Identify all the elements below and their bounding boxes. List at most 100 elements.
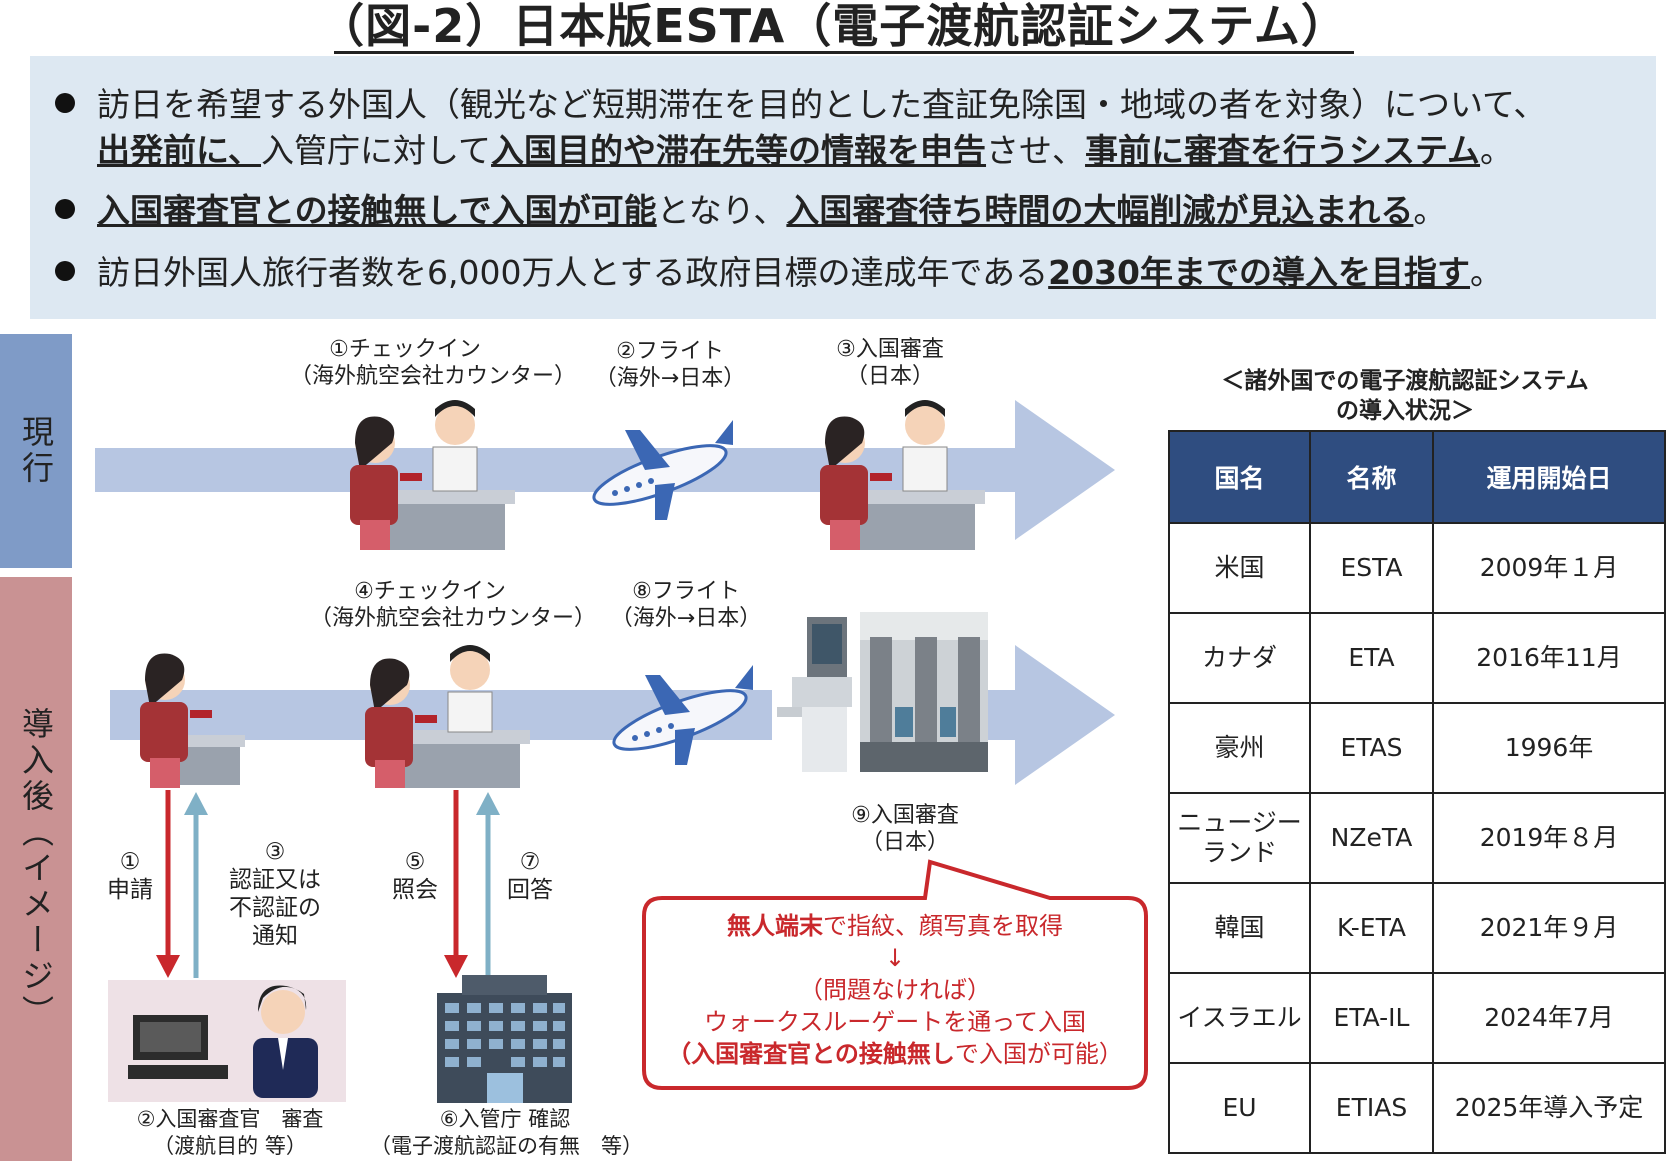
callout-line: ウォークスルーゲートを通って入国 — [703, 1008, 1087, 1036]
caption-line: ④チェックイン — [354, 579, 506, 604]
callout-line: （入国審査官との接触無しで入国が可能） — [640, 1038, 1150, 1070]
start-date-cell: 2024年7月 — [1432, 972, 1666, 1064]
plain-text: 入管庁に対して — [261, 131, 492, 170]
step-number: ③ — [264, 839, 286, 865]
emphasis-text: 2030年までの導入を目指す — [1048, 253, 1471, 292]
caption-checkin-after: ④チェックイン （海外航空会社カウンター） — [310, 578, 597, 632]
country-cell: カナダ — [1168, 612, 1311, 704]
caption-line: ①チェックイン — [329, 337, 481, 362]
column-header: 名称 — [1309, 430, 1434, 524]
step-label: 回答 — [507, 877, 553, 903]
table-row: EU ETIAS 2025年導入予定 — [1168, 1062, 1666, 1154]
plain-text: 。 — [1470, 253, 1504, 292]
caption-line: ②フライト — [616, 339, 724, 364]
step-label: 申請 — [107, 877, 153, 903]
bullet-1-text: 訪日を希望する外国人（観光など短期滞在を目的とした査証免除国・地域の者を対象）に… — [97, 85, 1547, 124]
step-number: ⑤ — [404, 849, 426, 875]
callout-text-part: （ — [667, 1040, 692, 1068]
country-cell-line: ニュージー — [1177, 808, 1302, 837]
caption-line: ＜諸外国での電子渡航認証システム — [1221, 368, 1589, 394]
checkin-counter-after-illustration — [365, 645, 530, 788]
country-cell: 豪州 — [1168, 702, 1311, 794]
step-number: ⑦ — [519, 849, 541, 875]
caption-line: の導入状況＞ — [1336, 398, 1474, 424]
caption-line: （電子渡航認証の有無 等） — [370, 1134, 643, 1158]
plain-text: 。 — [1413, 191, 1447, 230]
callout-emphasis: 無人端末 — [727, 912, 823, 940]
caption-line: ⑧フライト — [632, 579, 740, 604]
agency-building-icon — [437, 975, 572, 1103]
caption-line: （海外→日本） — [594, 366, 746, 391]
caption-line: （日本） — [860, 830, 949, 855]
step-label: 不認証の — [229, 895, 321, 921]
caption-line: （海外航空会社カウンター） — [290, 364, 577, 389]
caption-immigration: ③入国審査 （日本） — [820, 336, 960, 390]
walkthrough-gate-photo — [860, 612, 988, 772]
system-name-cell: ESTA — [1309, 522, 1434, 614]
callout-line: 無人端末で指紋、顔写真を取得 — [640, 910, 1150, 942]
bullet-3: 訪日外国人旅行者数を6,000万人とする政府目標の達成年である2030年までの導… — [55, 250, 1503, 296]
step-label: 照会 — [392, 877, 438, 903]
caption-line: （海外航空会社カウンター） — [310, 606, 597, 631]
airplane-icon — [612, 665, 753, 765]
bullet-dot — [55, 92, 75, 113]
arrow-pair-inquiry — [444, 790, 500, 978]
table-row: カナダ ETA 2016年11月 — [1168, 612, 1666, 704]
country-cell: ニュージー ランド — [1168, 792, 1311, 884]
plain-text: 訪日外国人旅行者数を6,000万人とする政府目標の達成年である — [97, 253, 1049, 292]
caption-line: ⑥入管庁 確認 — [439, 1107, 571, 1131]
plain-text: 。 — [1480, 131, 1514, 170]
step-label: 通知 — [252, 923, 298, 949]
country-cell: EU — [1168, 1062, 1311, 1154]
emphasis-text: 入国審査官との接触無しで入国が可能 — [97, 191, 657, 230]
emphasis-text: 入国目的や滞在先等の情報を申告 — [491, 131, 987, 170]
column-header: 国名 — [1168, 430, 1311, 524]
callout-line: （問題なければ） — [799, 976, 991, 1004]
flow-arrow-after — [110, 645, 1115, 785]
page-title: （図-2）日本版ESTA（電子渡航認証システム） — [318, 0, 1348, 53]
start-date-cell: 2016年11月 — [1432, 612, 1666, 704]
caption-agency: ⑥入管庁 確認 （電子渡航認証の有無 等） — [370, 1106, 643, 1160]
summary-box — [30, 56, 1656, 319]
table-row: ニュージー ランド NZeTA 2019年８月 — [1168, 792, 1666, 884]
side-label-after: 導入後（イメージ） — [0, 577, 72, 1161]
system-name-cell: ETA-IL — [1309, 972, 1434, 1064]
arrow-pair-apply — [156, 790, 208, 978]
flow-arrow-current — [95, 400, 1115, 540]
title-underline — [334, 51, 1354, 54]
table-row: 韓国 K-ETA 2021年９月 — [1168, 882, 1666, 974]
start-date-cell: 2025年導入予定 — [1432, 1062, 1666, 1154]
country-cell: 米国 — [1168, 522, 1311, 614]
caption-line: ②入国審査官 審査 — [136, 1107, 324, 1131]
side-label-current: 現行 — [0, 334, 72, 568]
caption-line: ⑨入国審査 — [851, 803, 959, 828]
start-date-cell: 2019年８月 — [1432, 792, 1666, 884]
checkin-counter-illustration — [350, 400, 515, 550]
table-caption: ＜諸外国での電子渡航認証システム の導入状況＞ — [1170, 366, 1640, 426]
caption-flight-after: ⑧フライト （海外→日本） — [606, 578, 766, 632]
emphasis-text: 出発前に、 — [97, 131, 262, 170]
caption-line: （日本） — [845, 364, 934, 389]
country-cell: 韓国 — [1168, 882, 1311, 974]
bullet-dot — [55, 198, 75, 219]
plain-text: させ、 — [986, 131, 1086, 170]
column-header: 運用開始日 — [1432, 430, 1666, 524]
system-name-cell: ETA — [1309, 612, 1434, 704]
immigration-counter-illustration — [820, 400, 985, 550]
country-table: 国名 名称 運用開始日 米国 ESTA 2009年１月 カナダ ETA 2016… — [1168, 430, 1666, 1154]
table-row: イスラエル ETA-IL 2024年7月 — [1168, 972, 1666, 1064]
caption-line: ③入国審査 — [836, 337, 944, 362]
immigration-officer-illustration — [108, 980, 346, 1102]
emphasis-text: 事前に審査を行うシステム — [1085, 131, 1481, 170]
caption-checkin: ①チェックイン （海外航空会社カウンター） — [290, 336, 577, 390]
label-notification: ③ 認証又は 不認証の 通知 — [220, 838, 330, 950]
plain-text: となり、 — [656, 191, 787, 230]
step-label: 認証又は — [229, 867, 321, 893]
label-inquiry: ⑤ 照会 — [385, 848, 445, 904]
label-response: ⑦ 回答 — [500, 848, 560, 904]
callout-emphasis: 入国審査官との接触無し — [691, 1040, 955, 1068]
bullet-1-line-2: 出発前に、入管庁に対して入国目的や滞在先等の情報を申告させ、事前に審査を行うシス… — [97, 128, 1513, 174]
bullet-dot — [55, 260, 75, 281]
traveler-illustration — [140, 653, 245, 788]
caption-line: （海外→日本） — [610, 606, 762, 631]
